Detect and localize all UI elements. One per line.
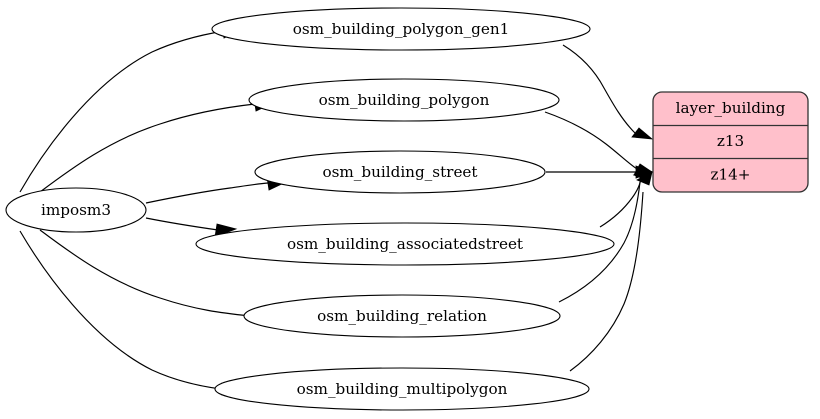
node-imposm3[interactable]: imposm3 <box>5 187 147 233</box>
node-imposm3-label: imposm3 <box>41 201 111 219</box>
node-osm-building-multipolygon-label: osm_building_multipolygon <box>297 380 508 398</box>
node-osm-building-street-label: osm_building_street <box>322 163 477 181</box>
layer-building-row-z13[interactable]: z13 <box>717 132 744 150</box>
node-osm-building-relation[interactable]: osm_building_relation <box>243 294 561 338</box>
node-osm-building-polygon-gen1[interactable]: osm_building_polygon_gen1 <box>211 7 591 51</box>
node-osm-building-relation-label: osm_building_relation <box>317 307 487 325</box>
edge-imposm3-to-polygon-gen1[interactable] <box>19 24 243 193</box>
layer-building-row-z14plus[interactable]: z14+ <box>710 166 750 184</box>
node-osm-building-associatedstreet-label: osm_building_associatedstreet <box>287 235 523 253</box>
edge-imposm3-to-multipolygon[interactable] <box>19 230 243 396</box>
edge-polygon-to-z14plus[interactable] <box>544 111 654 176</box>
node-osm-building-multipolygon[interactable]: osm_building_multipolygon <box>214 367 590 411</box>
edge-polygon-gen1-to-z13[interactable] <box>562 44 654 140</box>
node-osm-building-polygon[interactable]: osm_building_polygon <box>248 78 560 122</box>
edge-imposm3-to-street[interactable] <box>145 176 288 204</box>
edge-group-layer <box>544 44 655 372</box>
edge-multipolygon-to-z14plus[interactable] <box>569 171 653 372</box>
layer-building-title: layer_building <box>676 99 786 117</box>
node-osm-building-polygon-gen1-label: osm_building_polygon_gen1 <box>293 20 510 38</box>
node-osm-building-street[interactable]: osm_building_street <box>254 150 546 194</box>
node-osm-building-associatedstreet[interactable]: osm_building_associatedstreet <box>195 222 615 266</box>
node-layer-building[interactable]: layer_building z13 z14+ <box>652 91 809 193</box>
node-osm-building-polygon-label: osm_building_polygon <box>319 91 490 109</box>
edge-imposm3-to-polygon[interactable] <box>39 97 275 193</box>
